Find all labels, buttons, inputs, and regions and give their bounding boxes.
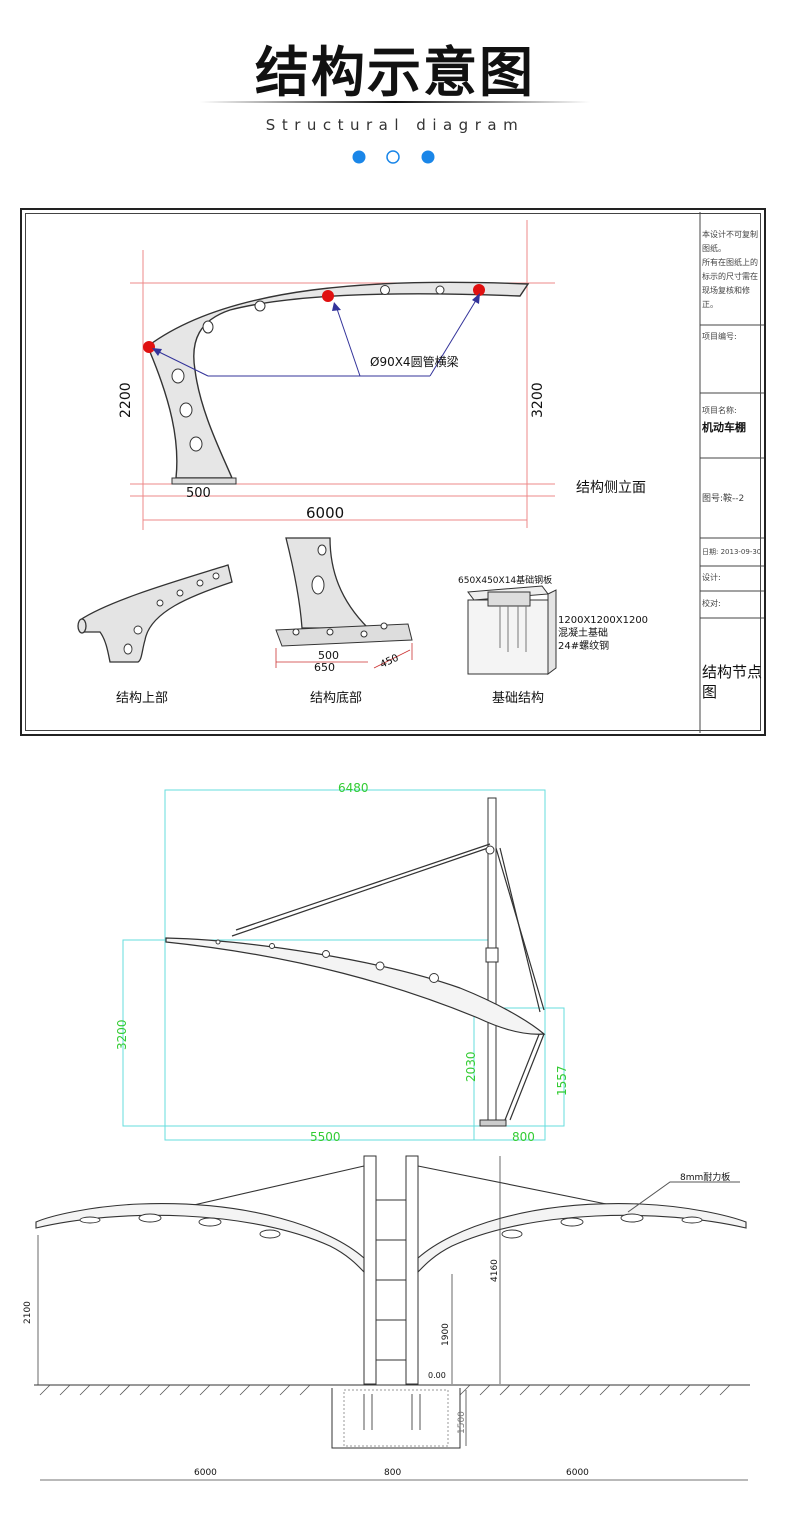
top-detail: [77, 564, 233, 663]
dim-center-height: 4160: [490, 1259, 500, 1282]
dim-right: 1557: [555, 1065, 569, 1096]
dim-column: 1900: [441, 1323, 451, 1346]
structure-drawing-frame: [20, 208, 766, 736]
front-view-drawing: 8mm耐力板 2100 4160 1900 0.00 1500 6000 800…: [23, 1155, 750, 1481]
side-view-drawing: 6480 3200 2030 1557 5500 800: [115, 781, 569, 1144]
dim-right-height: 3200: [530, 382, 546, 418]
board-label: 8mm耐力板: [680, 1171, 730, 1183]
sidebar-design: 设计:: [702, 573, 721, 582]
dim-left-height: 2200: [118, 382, 134, 418]
red-marker-1: [143, 341, 155, 353]
red-marker-3: [473, 284, 485, 296]
dim-bottom-right: 6000: [566, 1468, 589, 1478]
side-elevation-label: 结构侧立面: [576, 480, 646, 496]
bottom-detail: 500 650 450: [275, 537, 413, 674]
sidebar-project-no: 项目编号:: [702, 332, 737, 341]
sidebar-notes: 本设计不可复制 图纸。 所有在图纸上的 标示的尺寸需在 现场复核和修正。: [702, 230, 758, 309]
page-subtitle: Structural diagram: [265, 116, 525, 134]
foundation-size: 1200X1200X1200: [558, 615, 648, 626]
concrete-label: 混凝土基础: [558, 626, 608, 639]
dim-bottom-mid: 800: [384, 1468, 401, 1478]
dim-bottom-1: 5500: [310, 1130, 341, 1144]
dot-1: [352, 150, 366, 164]
structure-drawing: Ø90X4圆管横梁 2200 3200 500 6000 结构侧立面 结构上部: [77, 212, 764, 733]
dim-depth: 1500: [457, 1411, 467, 1434]
dim-bottom-2: 800: [512, 1130, 535, 1144]
dot-3: [421, 150, 435, 164]
plate-label: 650X450X14基础钢板: [458, 574, 552, 586]
caption-top: 结构上部: [116, 691, 168, 706]
bolt-label: 24#螺纹钢: [558, 639, 609, 652]
sidebar-date: 日期: 2013-09-30: [702, 548, 762, 556]
beam-label: Ø90X4圆管横梁: [370, 354, 459, 369]
red-marker-2: [322, 290, 334, 302]
bottom-dim-1: 500: [318, 649, 339, 662]
sidebar-drawing-no: 图号:鞍--2: [702, 494, 745, 504]
dim-span: 6000: [306, 504, 344, 522]
title-underline: [200, 101, 590, 103]
caption-foundation: 基础结构: [492, 691, 544, 706]
dim-top: 6480: [338, 781, 369, 795]
page-title: 结构示意图: [255, 41, 535, 104]
dot-2: [386, 150, 400, 164]
dim-mid: 2030: [464, 1051, 478, 1082]
sidebar-project-name-label: 项目名称:: [702, 406, 737, 415]
dim-ground: 0.00: [428, 1371, 446, 1380]
bottom-dim-2: 650: [314, 661, 335, 674]
dim-left-front: 2100: [23, 1301, 33, 1324]
dim-base: 500: [186, 486, 211, 501]
bottom-dim-3: 450: [379, 653, 401, 671]
header-decor: [200, 101, 590, 164]
foundation-detail: [467, 585, 557, 675]
sidebar-project-name: 机动车棚: [702, 421, 746, 434]
sidebar-drawing-title: 结构节点图: [702, 663, 763, 701]
dim-bottom-left: 6000: [194, 1468, 217, 1478]
sidebar-check: 校对:: [702, 599, 721, 608]
caption-bottom: 结构底部: [310, 690, 362, 706]
dim-left: 3200: [115, 1019, 129, 1050]
